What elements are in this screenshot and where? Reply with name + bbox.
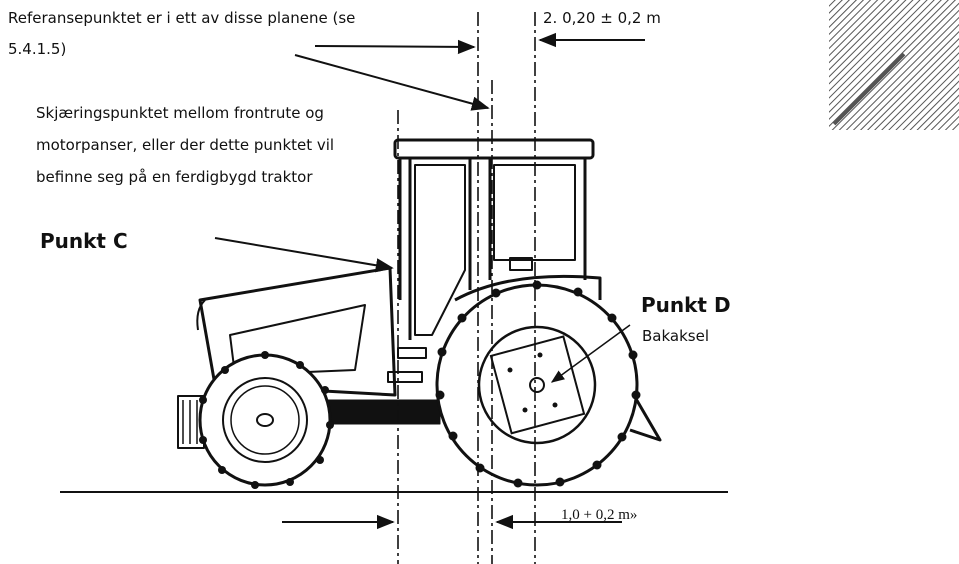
point-c-label: Punkt C: [40, 229, 128, 253]
intersection-note-line3: befinne seg på en ferdigbygd traktor: [36, 168, 313, 186]
tractor-body: [177, 138, 662, 449]
dimension-top-label: 2. 0,20 ± 0,2 m: [543, 9, 661, 27]
reference-note-line1: Referansepunktet er i ett av disse plane…: [8, 9, 356, 27]
front-wheel: [198, 351, 334, 489]
intersection-note-line1: Skjæringspunktet mellom frontrute og: [36, 104, 324, 122]
reference-plane-lines: [397, 12, 536, 564]
intersection-note-line2: motorpanser, eller der dette punktet vil: [36, 136, 335, 154]
leader-arrows: [214, 32, 645, 530]
hatched-square-icon: [829, 0, 959, 130]
rear-wheel: [435, 280, 641, 488]
point-d-label: Punkt D: [641, 293, 731, 317]
rear-axle-label: Bakaksel: [642, 327, 709, 345]
dimension-bottom-label: 1,0 + 0,2 m»: [561, 507, 638, 523]
reference-note-line2: 5.4.1.5): [8, 40, 67, 58]
